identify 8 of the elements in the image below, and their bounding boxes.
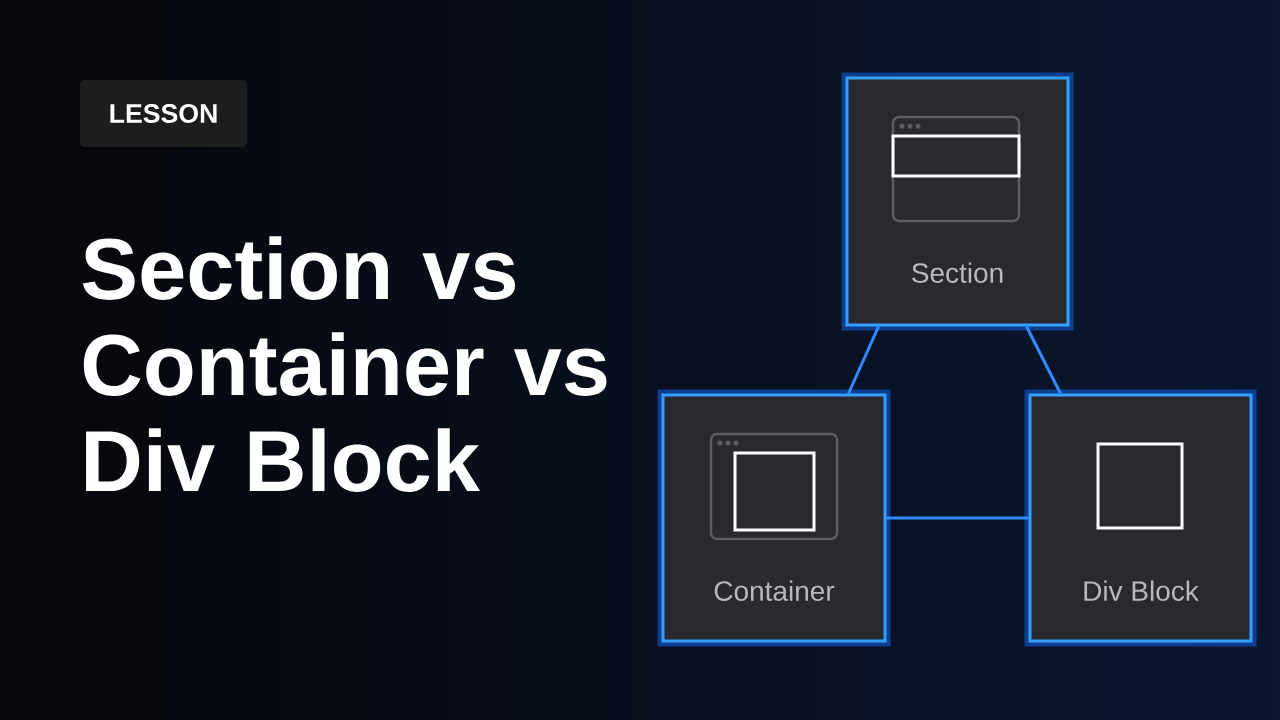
element-card: Container	[657, 389, 891, 647]
tag-badge: LESSON	[80, 80, 247, 147]
title: Section vs Container vs Div Block	[82, 236, 607, 492]
connector-line	[1025, 325, 1062, 395]
connector-line	[847, 325, 880, 395]
element-card: Section	[841, 72, 1074, 331]
connector-line	[886, 516, 1029, 520]
element-card: Div Block	[1024, 389, 1257, 647]
